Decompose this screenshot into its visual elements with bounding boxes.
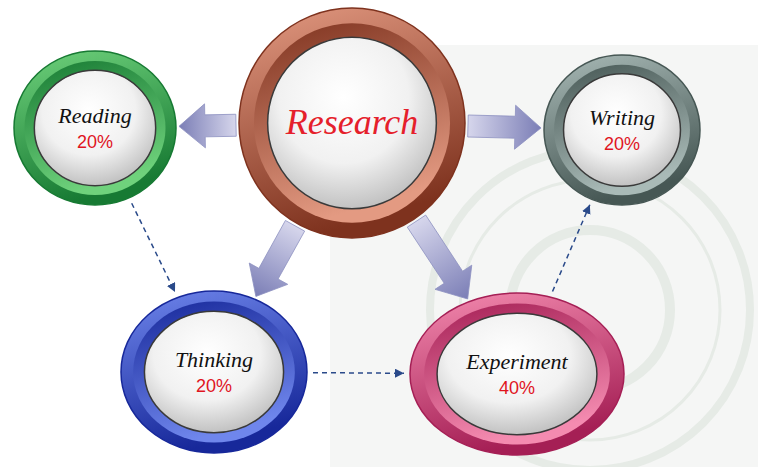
dashed-arrow <box>553 205 590 292</box>
ring-node: Reading 20% <box>13 50 177 206</box>
percentage: 20% <box>77 132 113 153</box>
block-arrow-shape <box>179 104 236 148</box>
dashed-line <box>132 203 175 292</box>
block-arrow-shape <box>468 105 541 149</box>
node-title: Writing <box>589 105 655 130</box>
block-arrow <box>249 220 304 296</box>
ring-node: Experiment 40% <box>409 292 625 456</box>
node-texts: Experiment 40% <box>466 349 567 399</box>
center-disc <box>437 313 597 434</box>
block-arrow-shape <box>249 220 304 296</box>
block-arrow <box>407 215 471 299</box>
outer-ring <box>239 8 465 238</box>
block-arrow-shape <box>407 215 471 299</box>
outer-ring <box>544 55 700 205</box>
block-arrow <box>179 104 236 148</box>
percentage: 20% <box>604 134 640 155</box>
dashed-arrow <box>132 203 175 292</box>
node-texts: Writing 20% <box>589 105 655 155</box>
outer-ring <box>410 293 624 455</box>
node-title: Experiment <box>466 349 567 374</box>
ring-node: Writing 20% <box>543 54 701 206</box>
center-disc <box>144 311 283 432</box>
node-title: Research <box>286 102 419 143</box>
outer-ring <box>14 51 176 205</box>
percentage: 40% <box>499 378 535 399</box>
inner-ring <box>424 303 610 444</box>
ring-node: Research <box>238 7 466 239</box>
node-texts: Thinking 20% <box>175 347 253 397</box>
node-texts: Research <box>286 102 419 143</box>
node-title: Thinking <box>175 347 253 372</box>
node-title: Reading <box>58 103 131 128</box>
ring-node: Thinking 20% <box>120 290 308 454</box>
outer-ring <box>121 291 307 453</box>
center-disc <box>268 37 437 209</box>
node-texts: Reading 20% <box>58 103 131 153</box>
inner-ring <box>24 61 165 195</box>
dashed-line <box>553 205 590 292</box>
center-disc <box>34 70 155 185</box>
center-disc <box>564 74 681 186</box>
percentage: 20% <box>196 376 232 397</box>
dashed-line <box>313 372 404 374</box>
inner-ring <box>254 23 450 223</box>
block-arrow <box>468 105 541 149</box>
inner-ring <box>554 65 690 196</box>
inner-ring <box>133 301 295 442</box>
dashed-arrow <box>313 372 404 374</box>
